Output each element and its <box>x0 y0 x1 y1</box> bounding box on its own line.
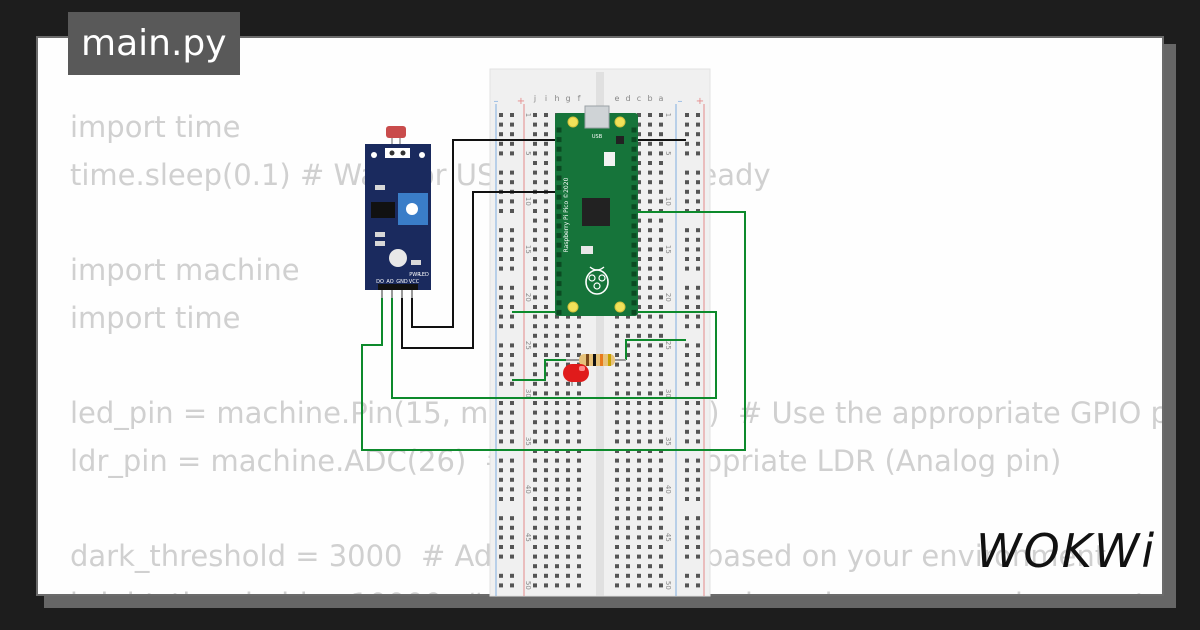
breadboard-column-letter: f <box>578 94 581 103</box>
rail-minus-label: – <box>494 96 499 107</box>
mount-hole-icon <box>567 301 579 313</box>
raspberry-pi-pico[interactable]: USB Raspberry Pi Pico ©2020 <box>555 105 638 316</box>
pin-header-icon <box>378 284 418 290</box>
breadboard-row-number: 35 <box>524 437 532 446</box>
rail-minus-label: – <box>678 96 683 107</box>
breadboard-row-number: 10 <box>524 197 532 206</box>
breadboard-row-number: 5 <box>664 151 672 155</box>
breadboard-row-number: 35 <box>664 437 672 446</box>
breadboard-row-number: 30 <box>524 389 532 398</box>
ldr-icon <box>386 126 406 138</box>
breadboard-row-number: 5 <box>524 151 532 155</box>
breadboard-row-number: 25 <box>664 341 672 350</box>
wokwi-logo: WOKWi <box>976 524 1157 578</box>
breadboard-row-number: 30 <box>664 389 672 398</box>
file-tab[interactable]: main.py <box>68 12 240 75</box>
breadboard-column-letter: c <box>637 94 641 103</box>
breadboard-column-letter: b <box>647 94 652 103</box>
wires <box>361 139 746 451</box>
photoresistor-sensor-module[interactable]: PWR LED DO AO GND VCC <box>365 126 431 298</box>
led-icon <box>563 364 589 382</box>
rail-plus-label: + <box>696 96 704 107</box>
breadboard-row-number: 45 <box>664 533 672 542</box>
breadboard-row-number: 15 <box>524 245 532 254</box>
breadboard-row-number: 20 <box>664 293 672 302</box>
led-icon <box>389 249 407 267</box>
breadboard-center-channel <box>596 72 604 596</box>
breadboard-column-letter: h <box>554 94 559 103</box>
mount-hole-icon <box>614 301 626 313</box>
breadboard-column-letter: d <box>625 94 630 103</box>
mount-hole-icon <box>614 116 626 128</box>
usb-port-icon <box>584 105 610 129</box>
potentiometer-knob-icon <box>406 203 418 215</box>
breadboard-column-letter: i <box>545 94 547 103</box>
connector-icon <box>385 148 410 158</box>
pico-label: Raspberry Pi Pico ©2020 <box>563 177 570 252</box>
sensor-led-label: PWR <box>409 272 421 278</box>
component-icon <box>581 246 593 254</box>
breadboard-column-letter: e <box>615 94 620 103</box>
breadboard-column-letter: j <box>533 94 536 103</box>
bootsel-button-icon <box>604 152 615 166</box>
wire-black <box>401 191 560 349</box>
sensor-pin-label: GND <box>396 279 408 285</box>
raspberry-logo-icon <box>585 266 609 295</box>
wire-green <box>361 211 746 451</box>
breadboard-row-number: 20 <box>524 293 532 302</box>
sensor-led-label: LED <box>419 272 429 278</box>
code-line: import machine <box>70 253 300 288</box>
rail-plus-label: + <box>517 96 525 107</box>
chip-icon <box>616 136 624 144</box>
sensor-pin-label: AO <box>386 279 393 285</box>
breadboard-column-letter: a <box>659 94 664 103</box>
rp2040-chip-icon <box>582 198 610 226</box>
wire-green <box>391 290 717 399</box>
wire-green <box>512 359 574 381</box>
breadboard-row-number: 10 <box>664 197 672 206</box>
comparator-chip-icon <box>371 202 395 218</box>
breadboard-row-number: 40 <box>664 485 672 494</box>
file-tab-label: main.py <box>81 23 227 64</box>
resistor[interactable] <box>566 354 626 366</box>
breadboard-row-number: 1 <box>664 113 672 117</box>
breadboard-row-number: 15 <box>664 245 672 254</box>
mount-hole-icon <box>567 116 579 128</box>
breadboard-row-number: 40 <box>524 485 532 494</box>
breadboard-row-number: 25 <box>524 341 532 350</box>
sensor-pin-label: DO <box>376 279 384 285</box>
pico-usb-label: USB <box>592 134 603 140</box>
breadboard-column-letter: g <box>565 94 570 103</box>
breadboard-row-number: 50 <box>524 581 532 590</box>
red-led[interactable] <box>563 364 589 386</box>
wire-green <box>625 339 686 360</box>
breadboard-row-number: 50 <box>664 581 672 590</box>
breadboard-row-number: 1 <box>524 113 532 117</box>
code-line: import time <box>70 300 241 335</box>
pico-pins <box>556 127 637 315</box>
code-line: import time <box>70 110 241 144</box>
wire-black <box>411 139 560 328</box>
breadboard-row-number: 45 <box>524 533 532 542</box>
sensor-pin-label: VCC <box>409 279 420 285</box>
